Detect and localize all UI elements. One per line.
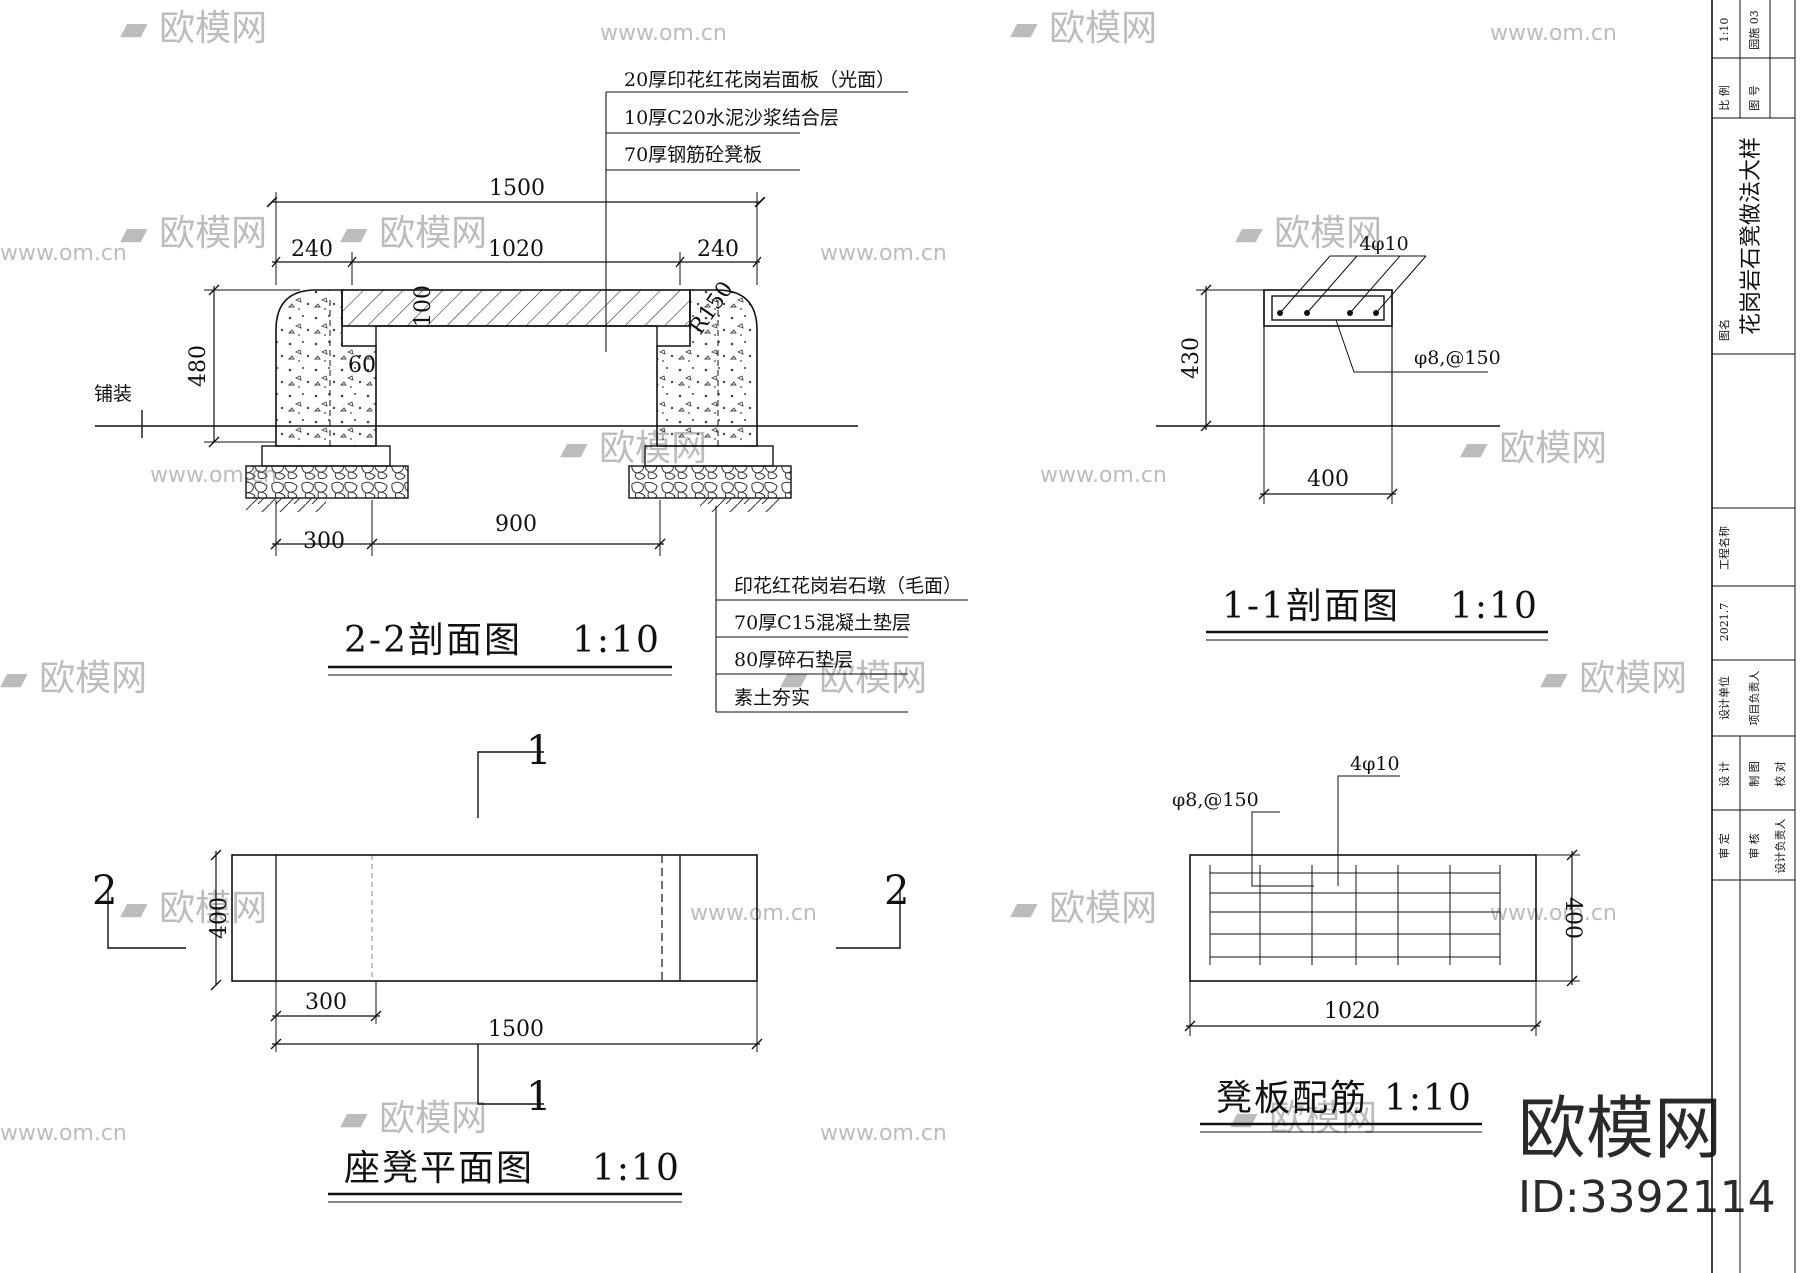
brand-name: 欧模网 [1518,1090,1722,1169]
tb-scale-value: 1:10 [1718,18,1731,43]
s11-rebar-label: 4φ10 [1359,233,1409,255]
brand-mark: 欧模网 ID:3392114 [1518,1090,1776,1223]
cut-1-bottom: 1 [526,1074,551,1120]
dim-clear-900: 900 [495,512,537,537]
watermark-layer: ▰ 欧模网 ▰ 欧模网 ▰ 欧模网 ▰ 欧模网 ▰ 欧模网 ▰ 欧模网 ▰ 欧模网 ▰ 欧模网… [0,8,1687,1146]
title-block: 比 例 1:10 图 号 园施 03 图名 花岗岩石凳做法大样 工程名称 202… [1711,0,1796,1273]
plan-scale: 1:10 [592,1148,681,1189]
cut-1-top: 1 [526,728,551,774]
section22-title: 2-2剖面图 [344,620,522,661]
watermark-logo: ▰ 欧模网 [340,1098,487,1139]
watermark-logo: ▰ 欧模网 [0,658,147,699]
section11-title: 1-1剖面图 [1222,586,1400,627]
rebar-outline [1189,854,1537,982]
left-leg [275,289,377,447]
plan-dim-leg: 300 [305,990,347,1015]
tb-drawing-name: 花岗岩石凳做法大样 [1739,137,1764,335]
tb-date: 2021.7 [1718,603,1731,642]
note-bot-3: 80厚碎石垫层 [734,649,853,671]
note-top-3: 70厚钢筋砼凳板 [624,144,762,166]
dim-slab-100: 100 [411,285,436,327]
paving-label: 铺装 [94,383,132,405]
dim-ledge-60: 60 [348,353,376,378]
dim-left-240: 240 [291,237,333,262]
tb-row-design: 设 计 [1718,761,1731,787]
watermark-logo: ▰ 欧模网 [1460,428,1607,469]
dim-height-480: 480 [186,345,211,387]
watermark-logo: ▰ 欧模网 [120,8,267,49]
tb-no-value: 园施 03 [1748,10,1761,50]
section11-scale: 1:10 [1450,586,1539,627]
tb-row-check: 校 对 [1773,761,1787,787]
rebar-dim-width: 400 [1560,897,1585,939]
watermark-site: www.om.cn [820,241,947,266]
brand-id: ID:3392114 [1518,1172,1776,1223]
slab-rebar: φ8,@150 4φ10 1020 400 凳板配筋 1:10 [1172,753,1585,1133]
tb-row-review: 审 核 [1747,833,1761,859]
bench-plan: 1 1 2 2 400 300 1500 座凳平面图 1:10 [92,728,909,1203]
watermark-logo: ▰ 欧模网 [340,213,487,254]
section-1-1: 4φ10 φ8,@150 430 400 1-1剖面图 1:10 [1156,233,1548,641]
watermark-logo: ▰ 欧模网 [780,658,927,699]
plan-dim-depth: 400 [207,897,232,939]
tb-row-approve: 审 定 [1717,833,1731,859]
s11-stirrup-label: φ8,@150 [1414,347,1501,369]
plan-dim-total: 1500 [488,1017,544,1042]
left-cushion [261,445,391,467]
tb-row-lead: 设计负责人 [1773,819,1787,874]
tb-row-draw: 制 图 [1748,761,1761,787]
note-bot-2: 70厚C15混凝土垫层 [734,612,911,634]
watermark-logo: ▰ 欧模网 [1010,888,1157,929]
plan-outline [231,854,758,982]
rebar-dim-length: 1020 [1324,999,1380,1024]
watermark-site: www.om.cn [600,21,727,46]
note-bot-1: 印花红花岗岩石墩（毛面） [734,575,962,597]
plan-title: 座凳平面图 [344,1148,534,1189]
watermark-site: www.om.cn [820,1121,947,1146]
watermark-logo: ▰ 欧模网 [1010,8,1157,49]
s11-dim-height: 430 [1179,337,1204,379]
note-top-2: 10厚C20水泥沙浆结合层 [624,107,839,129]
watermark-site: www.om.cn [1040,463,1167,488]
tb-scale-label: 比 例 [1717,85,1731,111]
rebar-grid [1209,865,1501,965]
watermark-site: www.om.cn [690,901,817,926]
cut-2-right: 2 [884,868,909,914]
left-gravel [245,465,409,499]
rebar-stirrup-label: φ8,@150 [1172,789,1259,811]
rebar-title: 凳板配筋 [1216,1078,1368,1119]
tb-project-label: 工程名称 [1717,526,1731,570]
cut-2-left: 2 [92,868,117,914]
section-2-2: 铺装 1500 240 1020 240 [94,69,968,713]
dim-footing-300: 300 [303,529,345,554]
rebar-scale: 1:10 [1384,1078,1473,1119]
watermark-logo: ▰ 欧模网 [120,213,267,254]
note-bot-4: 素土夯实 [734,687,810,709]
watermark-logo: ▰ 欧模网 [1235,213,1382,254]
section22-scale: 1:10 [572,620,661,661]
s11-dim-width: 400 [1307,467,1349,492]
rebar-main-label: 4φ10 [1350,753,1400,775]
right-gravel [628,465,792,499]
watermark-logo: ▰ 欧模网 [1540,658,1687,699]
tb-project-manager: 项目负责人 [1747,671,1761,726]
dim-total-1500: 1500 [489,176,545,201]
tb-design-unit: 设计单位 [1717,676,1731,720]
watermark-site: www.om.cn [1490,901,1617,926]
tb-no-label: 图 号 [1748,85,1761,111]
watermark-site: www.om.cn [0,241,127,266]
bench-slab [341,289,691,327]
watermark-site: www.om.cn [0,1121,127,1146]
note-top-1: 20厚印花红花岗岩面板（光面） [624,69,895,91]
tb-name-label: 图名 [1717,319,1731,341]
dim-span-1020: 1020 [488,237,544,262]
watermark-site: www.om.cn [1490,21,1617,46]
dim-right-240: 240 [697,237,739,262]
watermark-logo: ▰ 欧模网 [120,888,267,929]
